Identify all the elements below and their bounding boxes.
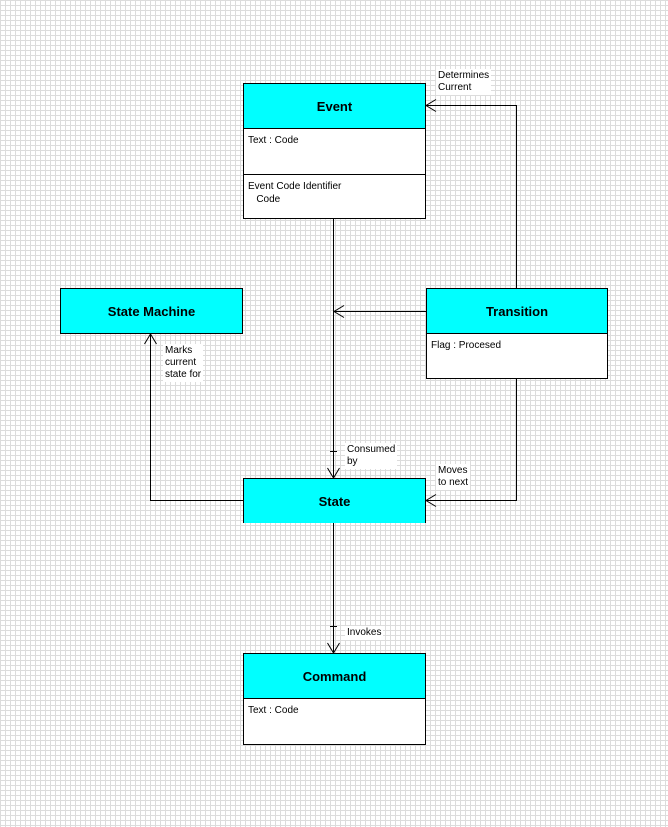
label-marks-current: Marks current state for <box>163 344 204 382</box>
entity-state-title: State <box>244 479 425 523</box>
entity-transition-attributes: Flag : Procesed <box>427 333 607 378</box>
entity-command-attributes: Text : Code <box>244 698 425 744</box>
entity-command-title: Command <box>244 654 425 698</box>
entity-transition[interactable]: Transition Flag : Procesed <box>426 288 608 379</box>
entity-event-attributes: Text : Code <box>244 128 425 174</box>
label-determines-current: Determines Current <box>436 69 492 95</box>
label-moves-to-next: Moves to next <box>436 464 471 490</box>
entity-event-title: Event <box>244 84 425 128</box>
edge-event-state-arrow <box>327 467 340 479</box>
entity-event-keys: Event Code Identifier Code <box>244 174 425 218</box>
edge-transition-event-arrow <box>425 99 437 112</box>
edge-state-statemachine-arrow <box>144 333 157 345</box>
edge-transition-event <box>426 105 517 288</box>
edge-transition-consumed-arrow <box>333 305 345 318</box>
edge-state-command-arrow <box>327 642 340 654</box>
entity-event[interactable]: Event Text : Code Event Code Identifier … <box>243 83 426 219</box>
label-consumed-by: Consumed by <box>345 443 398 469</box>
entity-state[interactable]: State <box>243 478 426 523</box>
entity-transition-title: Transition <box>427 289 607 333</box>
entity-state-machine[interactable]: State Machine <box>60 288 243 334</box>
entity-command[interactable]: Command Text : Code <box>243 653 426 745</box>
label-invokes: Invokes <box>345 626 384 640</box>
edge-transition-state-arrow <box>425 494 437 507</box>
entity-state-machine-title: State Machine <box>61 289 242 333</box>
